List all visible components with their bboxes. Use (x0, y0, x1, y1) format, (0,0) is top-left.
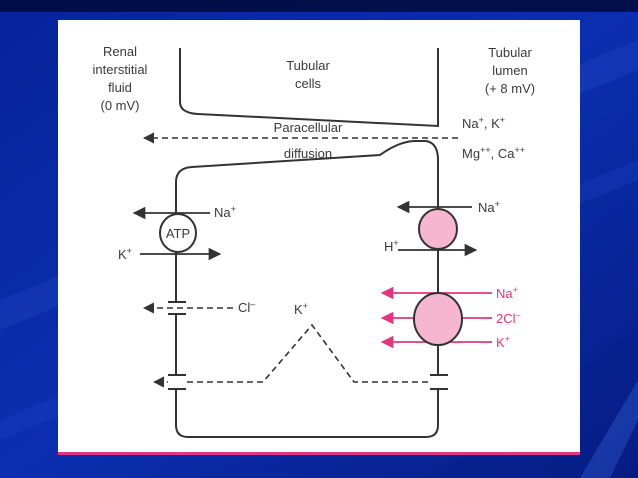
cotransport-na-label: Na+ (496, 285, 518, 301)
svg-text:Tubular: Tubular (286, 58, 330, 73)
paracellular-label: Paracellular diffusion (274, 120, 343, 161)
cotransport-cl-label: 2Cl– (496, 310, 521, 326)
renal-transport-diagram: Renal interstitial fluid (0 mV) Tubular … (93, 44, 535, 438)
svg-text:(0 mV): (0 mV) (101, 98, 140, 113)
upper-cell-outline (179, 48, 439, 128)
svg-text:(+ 8 mV): (+ 8 mV) (485, 81, 535, 96)
cells-label: Tubular cells (286, 58, 330, 91)
k-channel-label: K+ (294, 301, 308, 317)
na-h-exchanger (418, 208, 458, 250)
lumen-cations-mg-ca: Mg++, Ca++ (462, 145, 525, 161)
exchanger-na-label: Na+ (478, 199, 500, 215)
svg-text:Tubular: Tubular (488, 45, 532, 60)
k-recycle-path (152, 323, 438, 388)
nkcc-cotransporter (413, 292, 463, 346)
svg-text:lumen: lumen (492, 63, 527, 78)
lumen-cations-na-k: Na+, K+ (462, 115, 505, 131)
svg-text:diffusion: diffusion (284, 146, 332, 161)
atp-pump (159, 213, 197, 253)
pump-k-label: K+ (118, 246, 132, 262)
pump-na-label: Na+ (214, 204, 236, 220)
diagram-panel (58, 20, 580, 452)
cotransport-k-label: K+ (496, 334, 510, 350)
interstitial-label: Renal interstitial fluid (0 mV) (93, 44, 148, 113)
svg-text:Renal: Renal (103, 44, 137, 59)
lower-cell-outline (175, 140, 439, 438)
svg-text:cells: cells (295, 76, 322, 91)
svg-text:fluid: fluid (108, 80, 132, 95)
atp-label: ATP (166, 226, 190, 241)
svg-text:interstitial: interstitial (93, 62, 148, 77)
cl-channel-label: Cl– (238, 299, 255, 315)
lumen-label: Tubular lumen (+ 8 mV) (485, 45, 535, 96)
svg-text:Paracellular: Paracellular (274, 120, 343, 135)
exchanger-h-label: H+ (384, 238, 399, 254)
